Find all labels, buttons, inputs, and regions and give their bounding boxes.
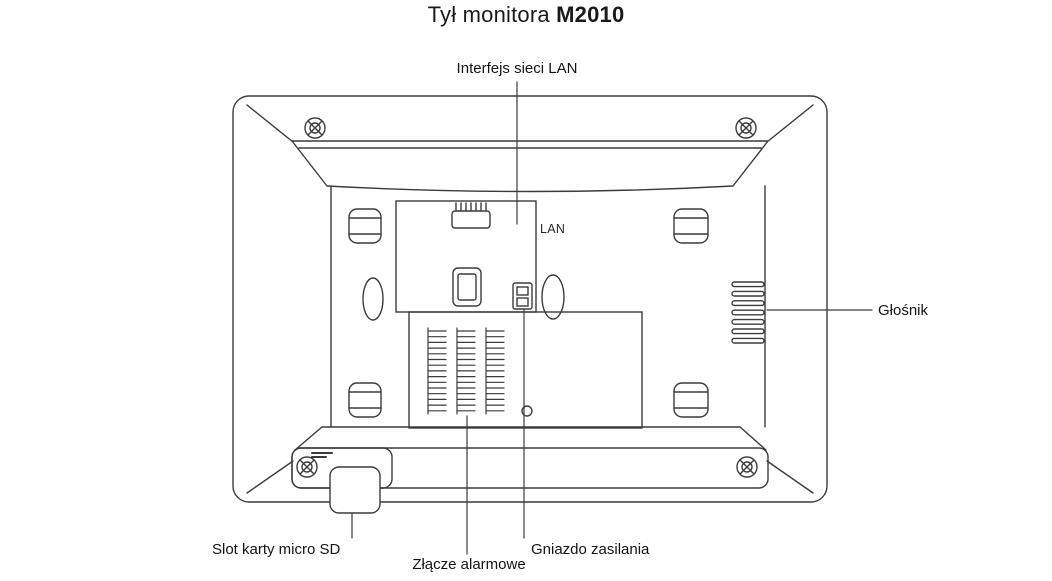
- power-connector: [512, 282, 533, 310]
- sd-card-slot: [329, 466, 381, 514]
- mount-clip-left-upper: [348, 208, 382, 244]
- inner-panel-sides: [330, 185, 766, 428]
- alarm-terminal-pins: [427, 327, 505, 415]
- monitor-shell-outline: [232, 95, 828, 503]
- label-sd-slot: Slot karty micro SD: [212, 541, 341, 558]
- label-lan-interface: Interfejs sieci LAN: [456, 60, 578, 77]
- screw-top-right: [735, 117, 757, 139]
- label-lan-port: LAN: [540, 222, 566, 236]
- callout-lines: [351, 81, 873, 555]
- cable-slot-left: [362, 277, 384, 321]
- reset-hole: [521, 405, 533, 417]
- screw-bottom-right: [736, 456, 758, 478]
- pcb-outline: [395, 200, 537, 313]
- title-model: M2010: [556, 2, 625, 27]
- mount-clip-left-lower: [348, 382, 382, 418]
- bottom-bevel-band: [294, 426, 767, 451]
- cable-slot-center: [541, 274, 565, 320]
- mount-clip-right-upper: [673, 208, 709, 244]
- label-speaker: Głośnik: [878, 302, 929, 319]
- usb-connector: [452, 267, 482, 307]
- title-prefix: Tył monitora: [427, 2, 557, 27]
- terminal-compartment: [408, 311, 643, 429]
- screw-top-left: [304, 117, 326, 139]
- page-title: Tył monitora M2010: [0, 2, 1052, 28]
- speaker-grille: [731, 281, 765, 344]
- brand-logo-mark: [311, 452, 333, 458]
- lan-port: [451, 202, 491, 229]
- label-alarm-connector: Złącze alarmowe: [412, 556, 526, 573]
- screw-bottom-left: [296, 456, 318, 478]
- top-mount-bracket: [291, 140, 769, 193]
- label-power-socket: Gniazdo zasilania: [531, 541, 650, 558]
- shell-corner-bevels: [246, 104, 814, 494]
- mount-clip-right-lower: [673, 382, 709, 418]
